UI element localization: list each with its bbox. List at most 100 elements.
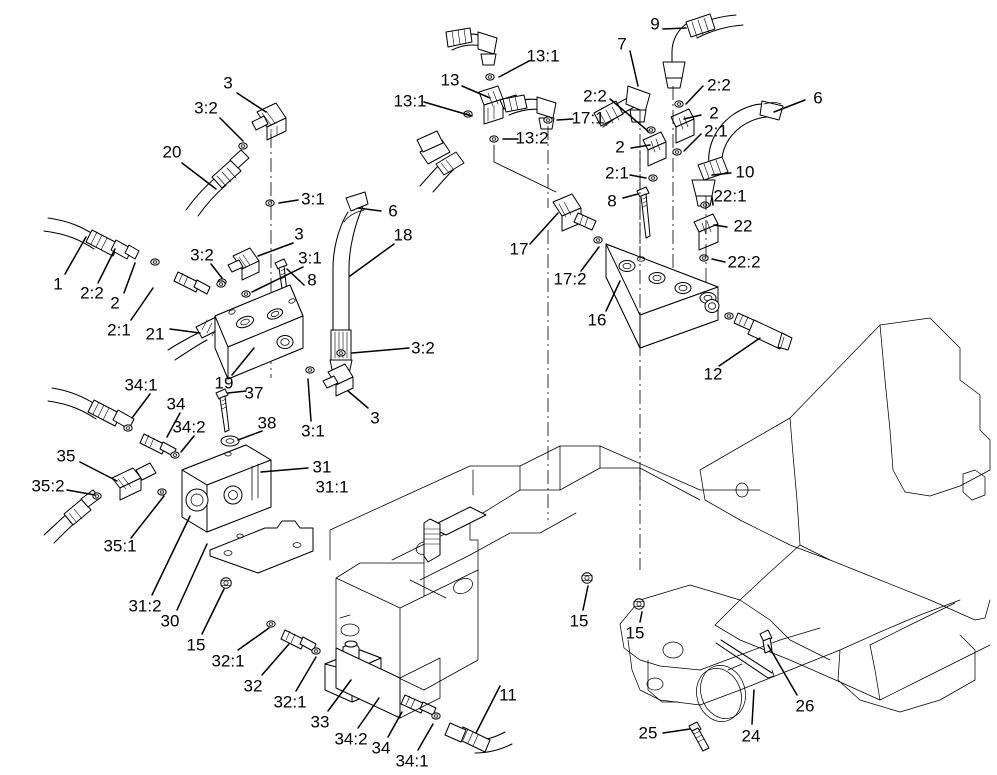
callout-32-1: 32:1 bbox=[273, 692, 307, 712]
callout-34-1: 34:1 bbox=[124, 375, 158, 395]
oring-3-1-lower bbox=[305, 366, 315, 374]
oring-17-1 bbox=[543, 116, 553, 124]
callout-2-2: 2:2 bbox=[80, 283, 104, 303]
nut-15-left bbox=[220, 577, 232, 589]
callout-13-2: 13:2 bbox=[515, 128, 549, 148]
callout-37: 37 bbox=[244, 383, 264, 403]
callout-15: 15 bbox=[186, 635, 206, 655]
callout-17-2: 17:2 bbox=[553, 269, 587, 289]
callout-34-2: 34:2 bbox=[334, 729, 368, 749]
callout-2-2: 2:2 bbox=[707, 75, 731, 95]
callout-30: 30 bbox=[160, 611, 180, 631]
callout-10: 10 bbox=[735, 162, 755, 182]
callout-35-1: 35:1 bbox=[103, 536, 137, 556]
callout-13-1: 13:1 bbox=[526, 46, 560, 66]
leader-lines bbox=[64, 27, 806, 751]
callout-6: 6 bbox=[813, 88, 823, 108]
callout-7: 7 bbox=[617, 34, 627, 54]
hose-35-2-part bbox=[43, 489, 101, 544]
callout-3: 3 bbox=[223, 73, 233, 93]
callout-3: 3 bbox=[294, 224, 304, 244]
oring-32-1-b bbox=[311, 647, 321, 655]
callout-22: 22 bbox=[733, 216, 753, 236]
fitting-34-b bbox=[400, 694, 437, 716]
callout-3: 3 bbox=[370, 408, 380, 428]
oring-34-1 bbox=[123, 424, 133, 432]
fitting-35 bbox=[111, 462, 157, 501]
callout-21: 21 bbox=[145, 324, 165, 344]
callout-1: 1 bbox=[53, 274, 63, 294]
callout-12: 12 bbox=[703, 364, 723, 384]
oring-35-2 bbox=[92, 492, 102, 500]
hose-1-part bbox=[43, 217, 140, 260]
hose-11-part bbox=[444, 722, 513, 754]
hose-34-1-part bbox=[47, 387, 135, 430]
oring-2-1-d bbox=[672, 148, 682, 156]
hose-6-18-left bbox=[329, 191, 369, 384]
fitting-3-upper bbox=[251, 102, 287, 141]
valve-block-31 bbox=[181, 444, 272, 533]
plug-12 bbox=[724, 312, 793, 351]
hose-9-part bbox=[662, 13, 744, 89]
callout-34: 34 bbox=[371, 738, 391, 758]
fitting-17 bbox=[552, 193, 597, 232]
nut-15-right bbox=[633, 598, 645, 610]
callout-24: 24 bbox=[741, 726, 761, 746]
callout-25: 25 bbox=[638, 723, 658, 743]
oring-13-2 bbox=[489, 135, 499, 143]
callout-8: 8 bbox=[607, 191, 617, 211]
callout-2: 2 bbox=[615, 137, 625, 157]
callout-32: 32 bbox=[243, 676, 263, 696]
washer-38 bbox=[220, 435, 240, 447]
bolt-25 bbox=[688, 721, 710, 752]
callout-15: 15 bbox=[625, 623, 645, 643]
oring-13-1-a bbox=[485, 73, 495, 81]
hose-20-part bbox=[185, 149, 250, 217]
callout-31-1: 31:1 bbox=[315, 477, 349, 497]
callout-34-1: 34:1 bbox=[395, 751, 429, 771]
callout-2-1: 2:1 bbox=[605, 163, 629, 183]
bracket-30 bbox=[209, 520, 314, 574]
oring-17-2 bbox=[593, 236, 603, 244]
callout-2-1: 2:1 bbox=[107, 320, 131, 340]
callout-2: 2 bbox=[709, 103, 719, 123]
oring-22-2 bbox=[699, 254, 709, 262]
callout-34: 34 bbox=[166, 394, 186, 414]
callout-9: 9 bbox=[650, 14, 660, 34]
hose-7-part bbox=[593, 85, 651, 128]
hose-13-left bbox=[416, 130, 465, 193]
callout-31: 31 bbox=[312, 457, 332, 477]
callout-22-2: 22:2 bbox=[727, 252, 761, 272]
callout-3-2: 3:2 bbox=[190, 245, 214, 265]
callout-35-2: 35:2 bbox=[31, 476, 65, 496]
manifold-block-19 bbox=[214, 284, 304, 380]
callout-3-2: 3:2 bbox=[194, 98, 218, 118]
callout-3-1: 3:1 bbox=[301, 189, 325, 209]
oring-2-2-d bbox=[674, 100, 684, 108]
oring-3-2-right-lower bbox=[336, 349, 346, 357]
oring-3-2-mid bbox=[216, 280, 226, 288]
oring-2-2-c bbox=[646, 126, 656, 134]
oring-35-1 bbox=[157, 488, 167, 496]
callout-2-1: 2:1 bbox=[704, 121, 728, 141]
nut-15-mid bbox=[581, 572, 593, 584]
callout-16: 16 bbox=[587, 310, 607, 330]
callout-2: 2 bbox=[110, 293, 120, 313]
oring-2-1-c bbox=[648, 174, 658, 182]
hose-13-top bbox=[445, 27, 498, 66]
callout-38: 38 bbox=[257, 413, 277, 433]
callout-26: 26 bbox=[795, 696, 815, 716]
oring-3-1-mid bbox=[241, 290, 251, 298]
oring-22-1 bbox=[700, 201, 710, 209]
oring-3-1-upper bbox=[265, 199, 275, 207]
callout-13: 13 bbox=[440, 70, 460, 90]
bolt-37 bbox=[215, 388, 230, 433]
callout-2-2: 2:2 bbox=[583, 86, 607, 106]
oring-34-2 bbox=[170, 451, 180, 459]
fitting-3-mid bbox=[227, 247, 260, 281]
fitting-2-c bbox=[642, 131, 667, 167]
callout-20: 20 bbox=[162, 142, 182, 162]
fitting-32 bbox=[280, 629, 317, 652]
